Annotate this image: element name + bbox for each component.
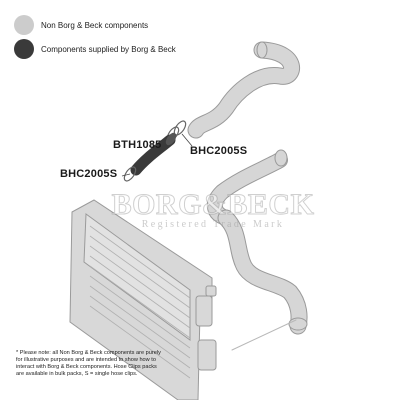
- dark-dot-icon: [14, 39, 34, 59]
- part-label-clip-right: BHC2005S: [190, 145, 248, 157]
- legend-label: Components supplied by Borg & Beck: [41, 44, 176, 54]
- legend-item-non-borg-beck: Non Borg & Beck components: [14, 14, 176, 36]
- leader-lines: [121, 133, 193, 177]
- middle-pipe: [206, 149, 288, 226]
- legend-label: Non Borg & Beck components: [41, 20, 149, 30]
- legend-item-borg-beck: Components supplied by Borg & Beck: [14, 38, 176, 60]
- intercooler: [69, 199, 217, 400]
- upper-hose: [187, 41, 300, 139]
- hose-bth1085: [130, 132, 177, 176]
- hose-clip-lower: [123, 166, 137, 182]
- brand-watermark-subtitle: Registered Trade Mark: [141, 219, 285, 230]
- grey-dot-icon: [14, 15, 34, 35]
- brand-watermark: BORG&BECK: [111, 188, 315, 222]
- legend: Non Borg & Beck components Components su…: [14, 14, 176, 62]
- footnote: * Please note: all Non Borg & Beck compo…: [16, 350, 161, 377]
- lower-hose: [217, 209, 308, 351]
- part-label-clip-left: BHC2005S: [60, 168, 118, 180]
- part-label-bth1085: BTH1085: [113, 139, 162, 151]
